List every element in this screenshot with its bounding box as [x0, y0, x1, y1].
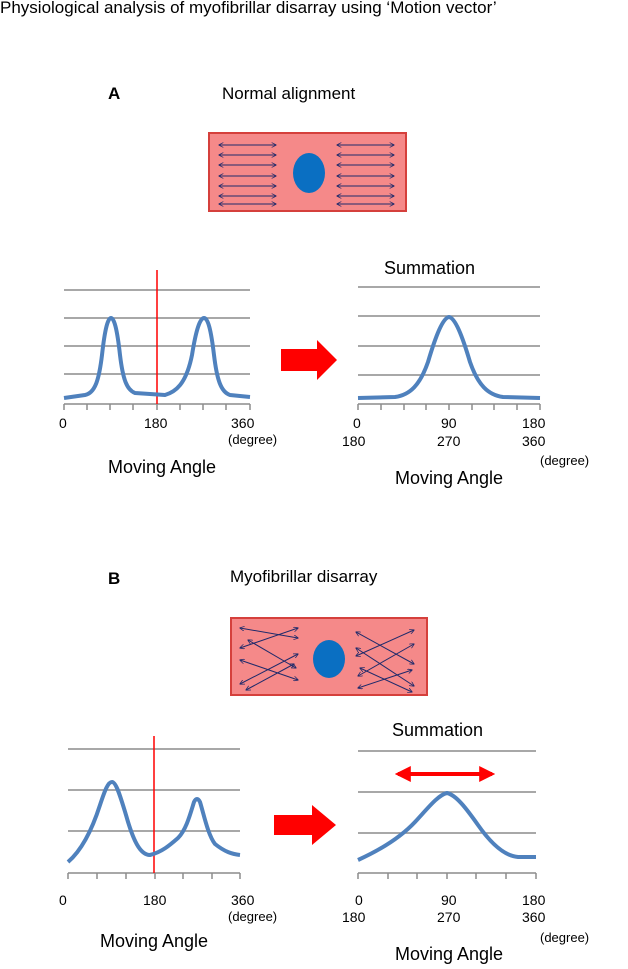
panel-a-right-tick-bottom-360: 360: [522, 433, 546, 449]
panel-a-right-unit: (degree): [540, 453, 590, 468]
panel-a-right-curve: [357, 315, 541, 400]
panel-b-right-plot: [357, 750, 537, 879]
panel-b-cell: [230, 617, 428, 696]
panel-a-right-tick-bottom-180: 180: [342, 433, 366, 449]
panel-a-left-tick-360: 360: [231, 415, 255, 431]
panel-b-letter: B: [108, 569, 121, 588]
panel-b-left-x-axis: [67, 872, 241, 879]
panel-b-right-tick-top-180: 180: [522, 892, 546, 908]
panel-b-arrow-icon: [274, 805, 336, 845]
panel-a-left-unit: (degree): [228, 432, 278, 447]
panel-a-right-tick-top-0: 0: [353, 415, 361, 431]
panel-b-heading: Myofibrillar disarray: [230, 567, 378, 586]
panel-a-right-tick-top-90: 90: [441, 415, 457, 431]
panel-b-right-tick-bottom-270: 270: [437, 909, 461, 925]
panel-b-right-tick-bottom-360: 360: [522, 909, 546, 925]
panel-a-motion-vectors: [219, 145, 394, 204]
panel-a-right-x-axis: [357, 403, 541, 410]
panel-a-right-plot: [357, 286, 541, 410]
panel-b-right-tick-top-90: 90: [441, 892, 457, 908]
panel-b-left-tick-0: 0: [59, 892, 67, 908]
panel-b-nucleus-icon: [313, 640, 345, 678]
panel-a-right-gridlines: [358, 286, 540, 376]
panel-a-right-tick-top-180: 180: [522, 415, 546, 431]
panel-a-summation-label: Summation: [384, 258, 476, 278]
panel-a-heading: Normal alignment: [222, 84, 356, 103]
panel-b-left-axis-title: Moving Angle: [100, 931, 209, 951]
figure-title: Physiological analysis of myofibrillar d…: [0, 0, 497, 17]
panel-a-left-curve: [63, 316, 251, 400]
panel-b-left-plot: [66, 736, 241, 879]
panel-a-left-plot: [63, 270, 251, 410]
panel-b-left-unit: (degree): [228, 909, 278, 924]
panel-b-left-curve: [66, 780, 241, 864]
panel-a-arrow-icon: [281, 340, 337, 380]
panel-a-left-axis-title: Moving Angle: [108, 457, 217, 477]
panel-b-left-tick-360: 360: [231, 892, 255, 908]
panel-b-summation-label: Summation: [392, 720, 484, 740]
panel-a-letter: A: [108, 84, 121, 103]
panel-a-right-tick-bottom-270: 270: [437, 433, 461, 449]
panel-a-right-axis-title: Moving Angle: [395, 468, 504, 488]
panel-b-right-x-axis: [357, 872, 537, 879]
panel-b-right-tick-top-0: 0: [355, 892, 363, 908]
panel-a-cell: [208, 132, 407, 212]
panel-b-right-curve: [357, 791, 536, 862]
panel-a-nucleus-icon: [293, 153, 325, 193]
panel-a-left-tick-0: 0: [59, 415, 67, 431]
panel-b-right-tick-bottom-180: 180: [342, 909, 366, 925]
panel-b-right-unit: (degree): [540, 930, 590, 945]
panel-b-left-tick-180: 180: [143, 892, 167, 908]
panel-a-left-x-axis: [63, 403, 251, 410]
panel-b-motion-vectors: [240, 628, 414, 692]
panel-b-right-axis-title: Moving Angle: [395, 944, 504, 964]
panel-a-left-tick-180: 180: [144, 415, 168, 431]
